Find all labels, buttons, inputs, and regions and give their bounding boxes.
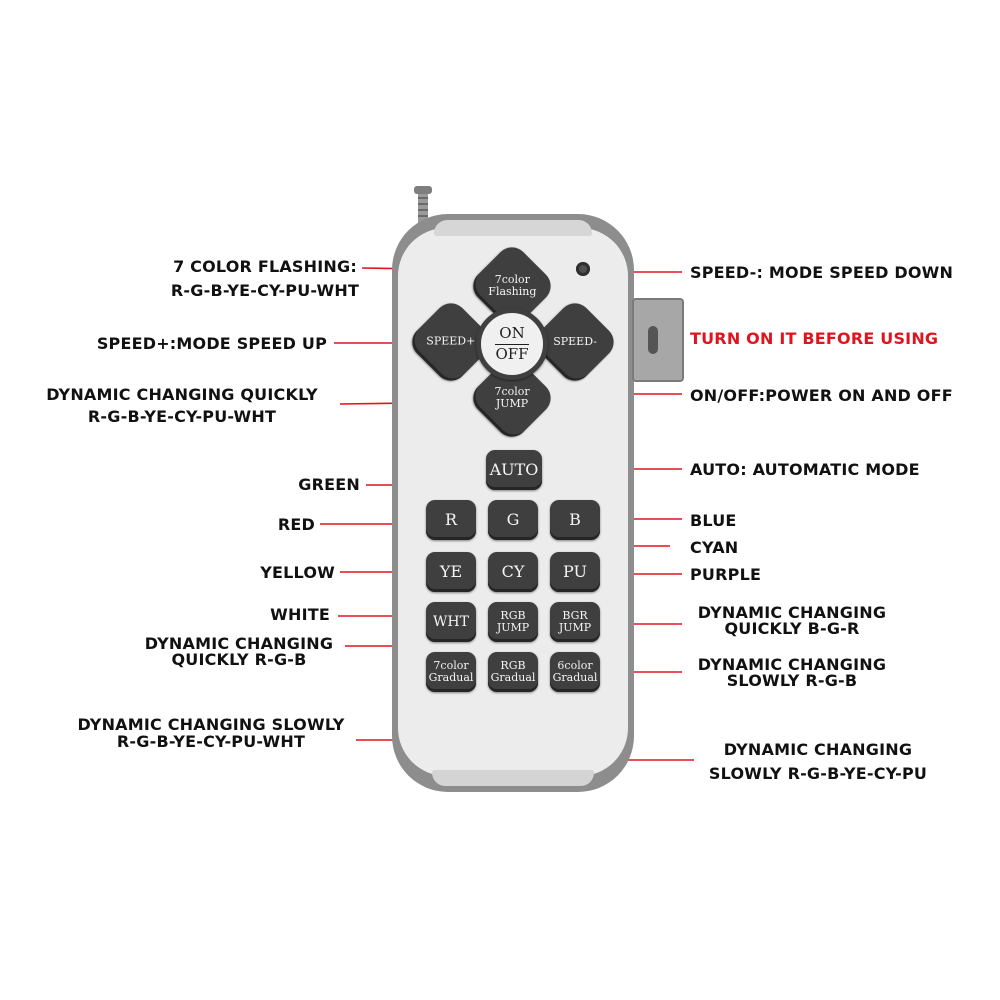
red-button[interactable]: R [426,500,476,540]
green-button[interactable]: G [488,500,538,540]
label-rgb-gradual: DYNAMIC CHANGING SLOWLY R-G-B [688,657,896,689]
button-label: 7color [433,659,469,673]
button-label: AUTO [489,459,539,479]
label-white: WHITE [270,605,330,624]
remote-top-cap [434,220,592,236]
off-label: OFF [495,344,529,363]
label-green: GREEN [298,475,360,494]
button-label: B [569,509,581,529]
label-line: R-G-B-YE-CY-PU-WHT [170,281,360,300]
label-line: DYNAMIC CHANGING SLOWLY [77,715,345,734]
label-bgr-jump: DYNAMIC CHANGING QUICKLY B-G-R [688,605,896,637]
button-label: SPEED+ [426,335,476,349]
button-label: RGB [500,609,526,623]
label-line: QUICKLY B-G-R [724,619,860,638]
button-label: RGB [500,659,526,673]
label-cyan: CYAN [690,538,739,557]
button-label: BGR [562,609,588,623]
button-label: WHT [433,613,469,630]
label-line: SLOWLY R-G-B [726,671,858,690]
button-label: 6color [557,659,593,673]
on-off-button[interactable]: ON OFF [476,308,548,380]
label-auto: AUTO: AUTOMATIC MODE [690,460,920,479]
switch-slot [648,326,658,354]
button-label: SPEED- [553,335,597,349]
led-indicator-icon [576,262,590,276]
button-label: R [444,509,458,529]
button-label: CY [501,561,525,581]
label-turn-on-warning: TURN ON IT BEFORE USING [690,329,939,348]
button-label: JUMP [496,621,530,634]
label-purple: PURPLE [690,565,762,584]
antenna-icon [414,186,432,228]
remote-bottom-cap [432,770,594,786]
purple-button[interactable]: PU [550,552,600,592]
label-on-off: ON/OFF:POWER ON AND OFF [690,386,953,405]
label-gradual-7color: DYNAMIC CHANGING SLOWLY R-G-B-YE-CY-PU-W… [56,716,366,750]
label-line: DYNAMIC CHANGING [697,655,887,674]
cyan-button[interactable]: CY [488,552,538,592]
divider [495,343,529,345]
label-line: DYNAMIC CHANGING [697,603,887,622]
auto-button[interactable]: AUTO [486,450,542,490]
button-label: JUMP [558,621,592,634]
button-label: Gradual [490,671,536,684]
power-switch[interactable] [632,298,684,382]
label-yellow: YELLOW [260,563,335,582]
label-flash-7color: 7 COLOR FLASHING: R-G-B-YE-CY-PU-WHT [150,258,380,300]
button-label: PU [563,561,587,581]
button-label: G [506,509,520,529]
on-label: ON [499,323,525,342]
button-label: Flashing [487,285,537,298]
label-line: R-G-B-YE-CY-PU-WHT [116,732,306,751]
label-line: 7 COLOR FLASHING: [173,257,357,276]
button-label: Gradual [428,671,474,684]
label-line: DYNAMIC CHANGING [723,740,913,759]
button-label: JUMP [495,397,529,410]
label-speed-down: SPEED-: MODE SPEED DOWN [690,263,954,282]
blue-button[interactable]: B [550,500,600,540]
label-line: DYNAMIC CHANGING [144,634,334,653]
label-rgb-jump: DYNAMIC CHANGING QUICKLY R-G-B [126,636,352,668]
white-button[interactable]: WHT [426,602,476,642]
label-blue: BLUE [690,511,737,530]
yellow-button[interactable]: YE [426,552,476,592]
label-jump-7color: DYNAMIC CHANGING QUICKLY R-G-B-YE-CY-PU-… [22,386,342,426]
label-line: R-G-B-YE-CY-PU-WHT [87,407,277,426]
label-line: DYNAMIC CHANGING QUICKLY [46,385,318,404]
label-line: QUICKLY R-G-B [171,650,307,669]
button-label: Gradual [552,671,598,684]
button-label: YE [439,561,463,581]
label-speed-up: SPEED+:MODE SPEED UP [96,334,327,353]
label-line: SLOWLY R-G-B-YE-CY-PU [708,764,928,783]
label-gradual-6color: DYNAMIC CHANGING SLOWLY R-G-B-YE-CY-PU [690,741,946,783]
label-red: RED [277,515,315,534]
